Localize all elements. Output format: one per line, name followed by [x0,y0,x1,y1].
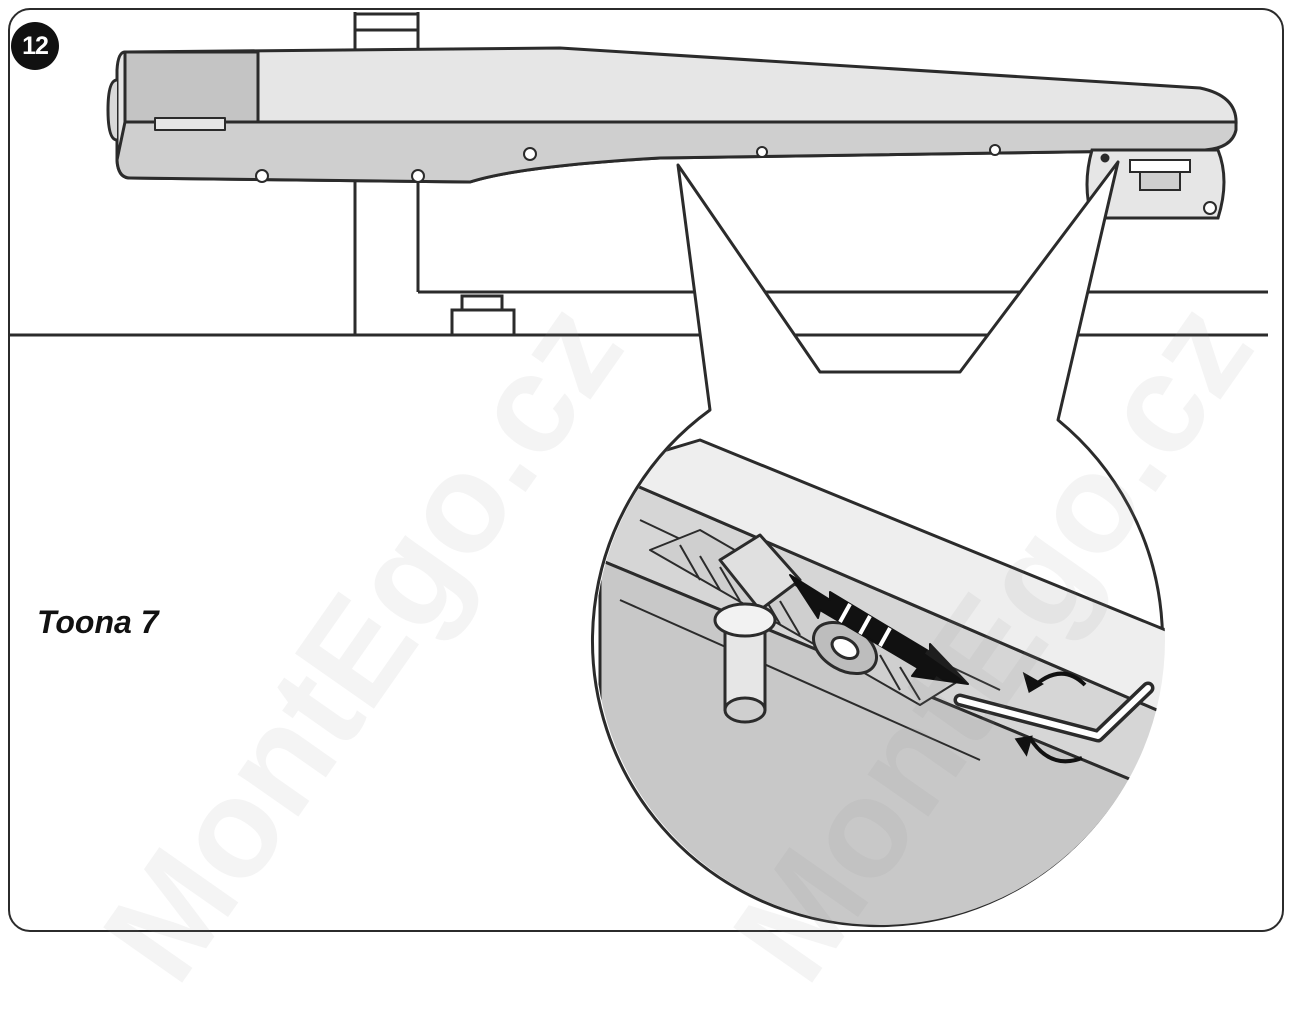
installation-diagram [10,12,1268,928]
step-number-badge: 12 [11,22,59,70]
rotate-arrow-icon [1014,671,1087,764]
mounting-bracket [1085,148,1226,220]
allen-key-icon [953,681,1155,743]
pin [713,602,777,724]
motor-operator [106,46,1238,184]
adjust-direction-arrow-icon [789,574,969,685]
zoom-callout [591,160,1165,928]
figure-caption: Toona 7 [37,604,159,640]
detail-view [598,438,1165,925]
